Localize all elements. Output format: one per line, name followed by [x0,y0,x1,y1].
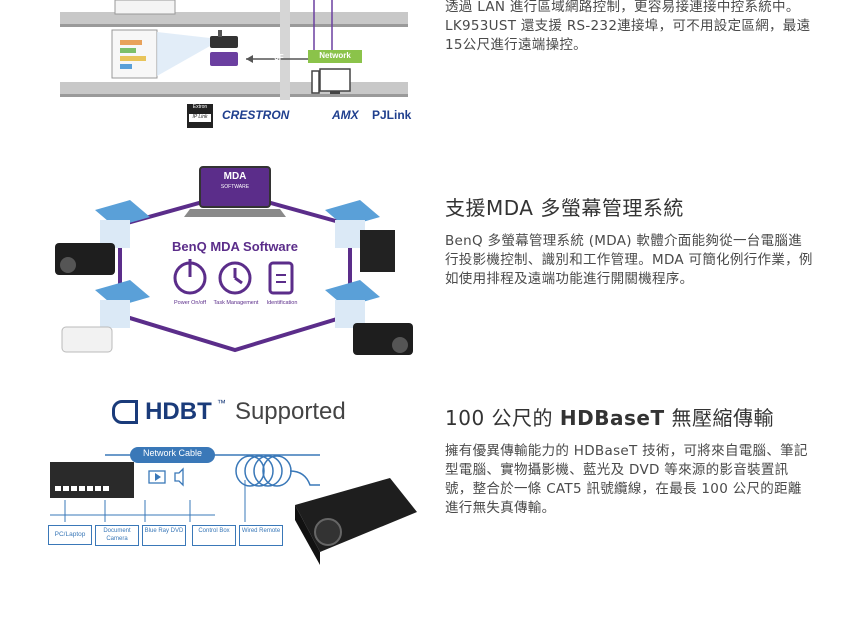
hdbt-title-prefix: 100 公尺的 [445,406,560,430]
source-label: Blue Ray DVD [144,528,184,534]
hdbt-trademark: ™ [216,398,226,408]
lan-description: 透過 LAN 進行區域網路控制，更容易接連接中控系統中。LK953UST 還支援… [445,0,811,53]
hdbt-diagram: Network Cable PC/Laptop Document Camera … [45,440,425,565]
pjlink-logo: PJLink [372,108,412,122]
hdbt-title-strong: HDBaseT [559,406,665,430]
hdbt-plug-icon [112,400,138,424]
amx-logo: AMX [332,108,359,122]
hdbt-title-suffix: 無壓縮傳輸 [664,406,774,430]
identification-label: Identification [266,300,298,306]
source-blue-ray-dvd: Blue Ray DVD [142,525,186,546]
crestron-logo: CRESTRON [222,108,290,122]
source-control-box: Control Box [192,525,236,546]
source-wired-remote: Wired Remote [239,525,283,546]
source-label: Wired Remote [241,528,281,534]
task-management-label: Task Management [213,300,259,306]
lan-control-illustration: 3F Network Extron IP Link CRESTRON AMX P… [50,0,420,130]
hdbt-title: 100 公尺的 HDBaseT 無壓縮傳輸 [445,402,774,431]
floor-label: 3F [274,53,284,62]
source-document-camera: Document Camera [95,525,139,546]
mda-diagram: MDA SOFTWARE BenQ MDA Software Power On/… [50,155,420,365]
network-label: Network [319,51,351,60]
power-onoff-label: Power On/off [174,300,206,306]
hdbt-supported-text: Supported [234,398,346,425]
source-label: Document Camera [103,528,131,542]
hdbt-logo: HDBT ™ Supported [112,398,346,428]
network-cable-label: Network Cable [142,448,203,458]
source-pc-laptop: PC/Laptop [48,525,92,545]
mda-software-title: BenQ MDA Software [172,239,298,254]
mda-description: BenQ 多螢幕管理系統 (MDA) 軟體介面能夠從一台電腦進行投影機控制、識別… [445,233,813,287]
mda-laptop-sublabel: SOFTWARE [220,184,250,190]
extron-logo: Extron [192,104,208,110]
hdbt-logo-text: HDBT [145,398,212,425]
iplink-logo: IP Link [192,114,208,120]
hdbt-description: 擁有優異傳輸能力的 HDBaseT 技術，可將來自電腦、筆記型電腦、實物攝影機、… [445,443,808,516]
source-label: PC/Laptop [54,531,86,538]
source-label: Control Box [198,528,230,534]
mda-laptop-label: MDA [223,171,247,182]
mda-title: 支援MDA 多螢幕管理系統 [445,196,684,220]
